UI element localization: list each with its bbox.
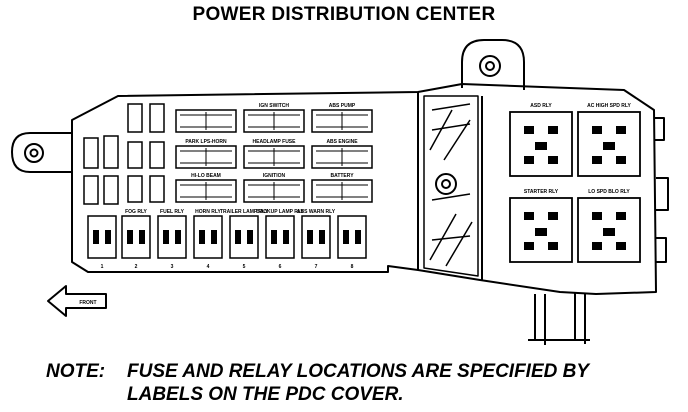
note-line-1: FUSE AND RELAY LOCATIONS ARE SPECIFIED B… [127, 361, 590, 382]
relay-label-2: AC HIGH SPD RLY [587, 103, 631, 109]
front-arrow-label: FRONT [79, 300, 96, 306]
slot-number-8: 8 [351, 264, 354, 270]
maxi-fuse-label-2: HEADLAMP FUSE [253, 139, 297, 145]
slot-label-6: ABS WARN RLY [297, 209, 336, 215]
relay-label-1: ASD RLY [530, 103, 552, 109]
slot-number-6: 6 [279, 264, 282, 270]
slot-number-5: 5 [243, 264, 246, 270]
slot-number-3: 3 [171, 264, 174, 270]
front-arrow-icon: FRONT [47, 285, 107, 317]
slot-label-5: BACKUP LAMP RLY [256, 209, 304, 215]
mounting-ear-left [11, 132, 72, 173]
maxi-fuse-label-6: IGN SWITCH [259, 103, 289, 109]
maxi-fuse-label-1: PARK LPS-HORN [185, 139, 227, 145]
slot-label-1: FOG RLY [125, 209, 147, 215]
maxi-fuse-label-8: HI-LO BEAM [191, 173, 221, 179]
maxi-fuse-label-7: ABS PUMP [329, 103, 356, 109]
slot-label-4: TRAILER LAMP RLY [220, 209, 269, 215]
maxi-fuse-label-5: BATTERY [330, 173, 354, 179]
mini-fuse-column [83, 103, 165, 205]
slot-number-2: 2 [135, 264, 138, 270]
slot-number-1: 1 [101, 264, 104, 270]
slot-number-7: 7 [315, 264, 318, 270]
maxi-fuse-label-4: IGNITION [263, 173, 286, 179]
maxi-fuse-label-3: ABS ENGINE [326, 139, 358, 145]
slot-label-3: HORN RLY [195, 209, 221, 215]
note-label: NOTE: [46, 361, 106, 382]
relay-label-3: STARTER RLY [524, 189, 559, 195]
diagram-title: POWER DISTRIBUTION CENTER [192, 4, 496, 25]
slot-number-4: 4 [207, 264, 210, 270]
slot-label-2: FUEL RLY [160, 209, 185, 215]
relay-slot-row [87, 215, 367, 259]
relay-label-4: LO SPD BLO RLY [588, 189, 630, 195]
pdc-housing [71, 83, 657, 295]
relay-sockets [509, 111, 641, 263]
mounting-ear-top [461, 39, 525, 90]
note-line-2: LABELS ON THE PDC COVER. [127, 384, 404, 405]
